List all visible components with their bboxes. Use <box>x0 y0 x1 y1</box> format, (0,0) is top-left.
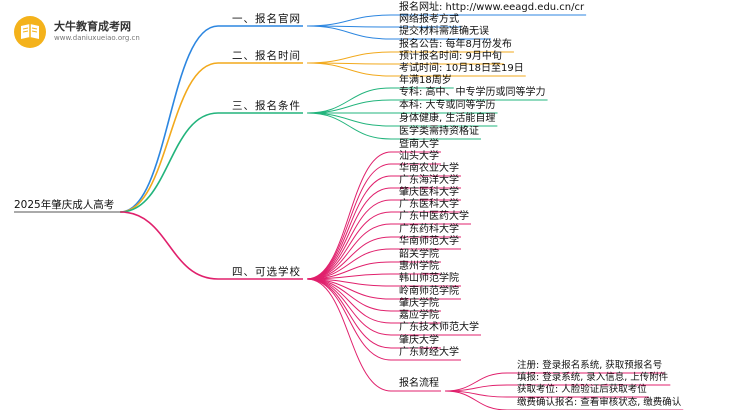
leaf-accurate-materials: 提交材料需准确无误 <box>399 26 489 37</box>
branch-requirements: 三、报名条件 <box>232 100 301 112</box>
leaf-expected-time: 预计报名时间: 9月中旬 <box>399 51 502 62</box>
leaf-medical-cert: 医学类需持资格证 <box>399 126 479 137</box>
leaf-site-url: 报名网址: http://www.eeagd.edu.cn/cr <box>399 2 585 13</box>
process-step: 缴费确认报名: 查看审核状态, 缴费确认 <box>517 397 682 408</box>
connector-line <box>306 62 392 77</box>
connector-line <box>306 278 392 361</box>
school-item: 广东药科大学 <box>399 224 459 235</box>
connector-line <box>306 99 392 114</box>
site-logo: 大牛教育成考网 www.daniuxueiao.org.cn <box>12 14 152 50</box>
connector-line <box>306 199 392 280</box>
school-item: 肇庆医科大学 <box>399 187 459 198</box>
process-step: 填报: 登录系统, 录入信息, 上传附件 <box>517 372 669 383</box>
connector-line <box>306 175 392 280</box>
school-item: 广东海洋大学 <box>399 175 459 186</box>
leaf-age: 年满18周岁 <box>399 75 452 86</box>
school-item: 嘉应学院 <box>399 310 439 321</box>
leaf-online-method: 网络报考方式 <box>399 14 459 25</box>
branch-registration-time: 二、报名时间 <box>232 50 301 62</box>
connector-line <box>120 25 219 213</box>
connector-line <box>306 112 392 140</box>
connector-line <box>306 163 392 280</box>
process-step: 注册: 登录报名系统, 获取预报名号 <box>517 360 663 371</box>
school-item: 韩山师范学院 <box>399 273 459 284</box>
connector-line <box>120 112 219 213</box>
leaf-bachelor-degree: 本科: 大专或同等学历 <box>399 100 496 111</box>
connector-line <box>306 51 392 64</box>
connector-line <box>306 223 392 280</box>
logo-brand-text: 大牛教育成考网 <box>54 20 131 33</box>
root-title: 2025年肇庆成人高考 <box>14 199 115 211</box>
connector-line <box>306 236 392 280</box>
leaf-health: 身体健康, 生活能自理 <box>399 113 496 124</box>
connector-line <box>306 25 392 40</box>
school-item: 广东医科大学 <box>399 199 459 210</box>
connector-line <box>306 278 392 392</box>
school-item: 广东财经大学 <box>399 347 459 358</box>
school-item: 广东中医药大学 <box>399 211 469 222</box>
connector-line <box>306 14 392 27</box>
school-item: 惠州学院 <box>399 261 439 272</box>
branch-schools: 四、可选学校 <box>232 266 301 278</box>
school-item: 肇庆大学 <box>399 335 439 346</box>
logo-book-icon <box>14 16 46 48</box>
branch-official-site: 一、报名官网 <box>232 13 301 25</box>
connector-line <box>306 211 392 280</box>
connector-line <box>444 390 508 410</box>
connector-line <box>306 151 392 280</box>
school-item: 华南师范大学 <box>399 236 459 247</box>
school-item: 华南农业大学 <box>399 163 459 174</box>
leaf-announcement: 报名公告: 每年8月份发布 <box>399 39 512 50</box>
connector-line <box>306 187 392 280</box>
leaf-exam-time: 考试时间: 10月18日至19日 <box>399 63 524 74</box>
process-step: 获取考位: 人脸验证后获取考位 <box>517 384 647 395</box>
registration-process: 报名流程 <box>399 378 439 389</box>
school-item: 韶关学院 <box>399 249 439 260</box>
school-item: 暨南大学 <box>399 139 439 150</box>
school-item: 岭南师范学院 <box>399 286 459 297</box>
school-item: 汕头大学 <box>399 151 439 162</box>
logo-url-text: www.daniuxueiao.org.cn <box>54 34 140 42</box>
connector-line <box>120 62 219 213</box>
school-item: 肇庆学院 <box>399 298 439 309</box>
connector-line <box>120 211 219 280</box>
connector-line <box>306 112 392 127</box>
school-item: 广东技术师范大学 <box>399 322 479 333</box>
leaf-associate-degree: 专科: 高中、中专学历或同等学力 <box>399 87 546 98</box>
connector-line <box>306 278 392 336</box>
